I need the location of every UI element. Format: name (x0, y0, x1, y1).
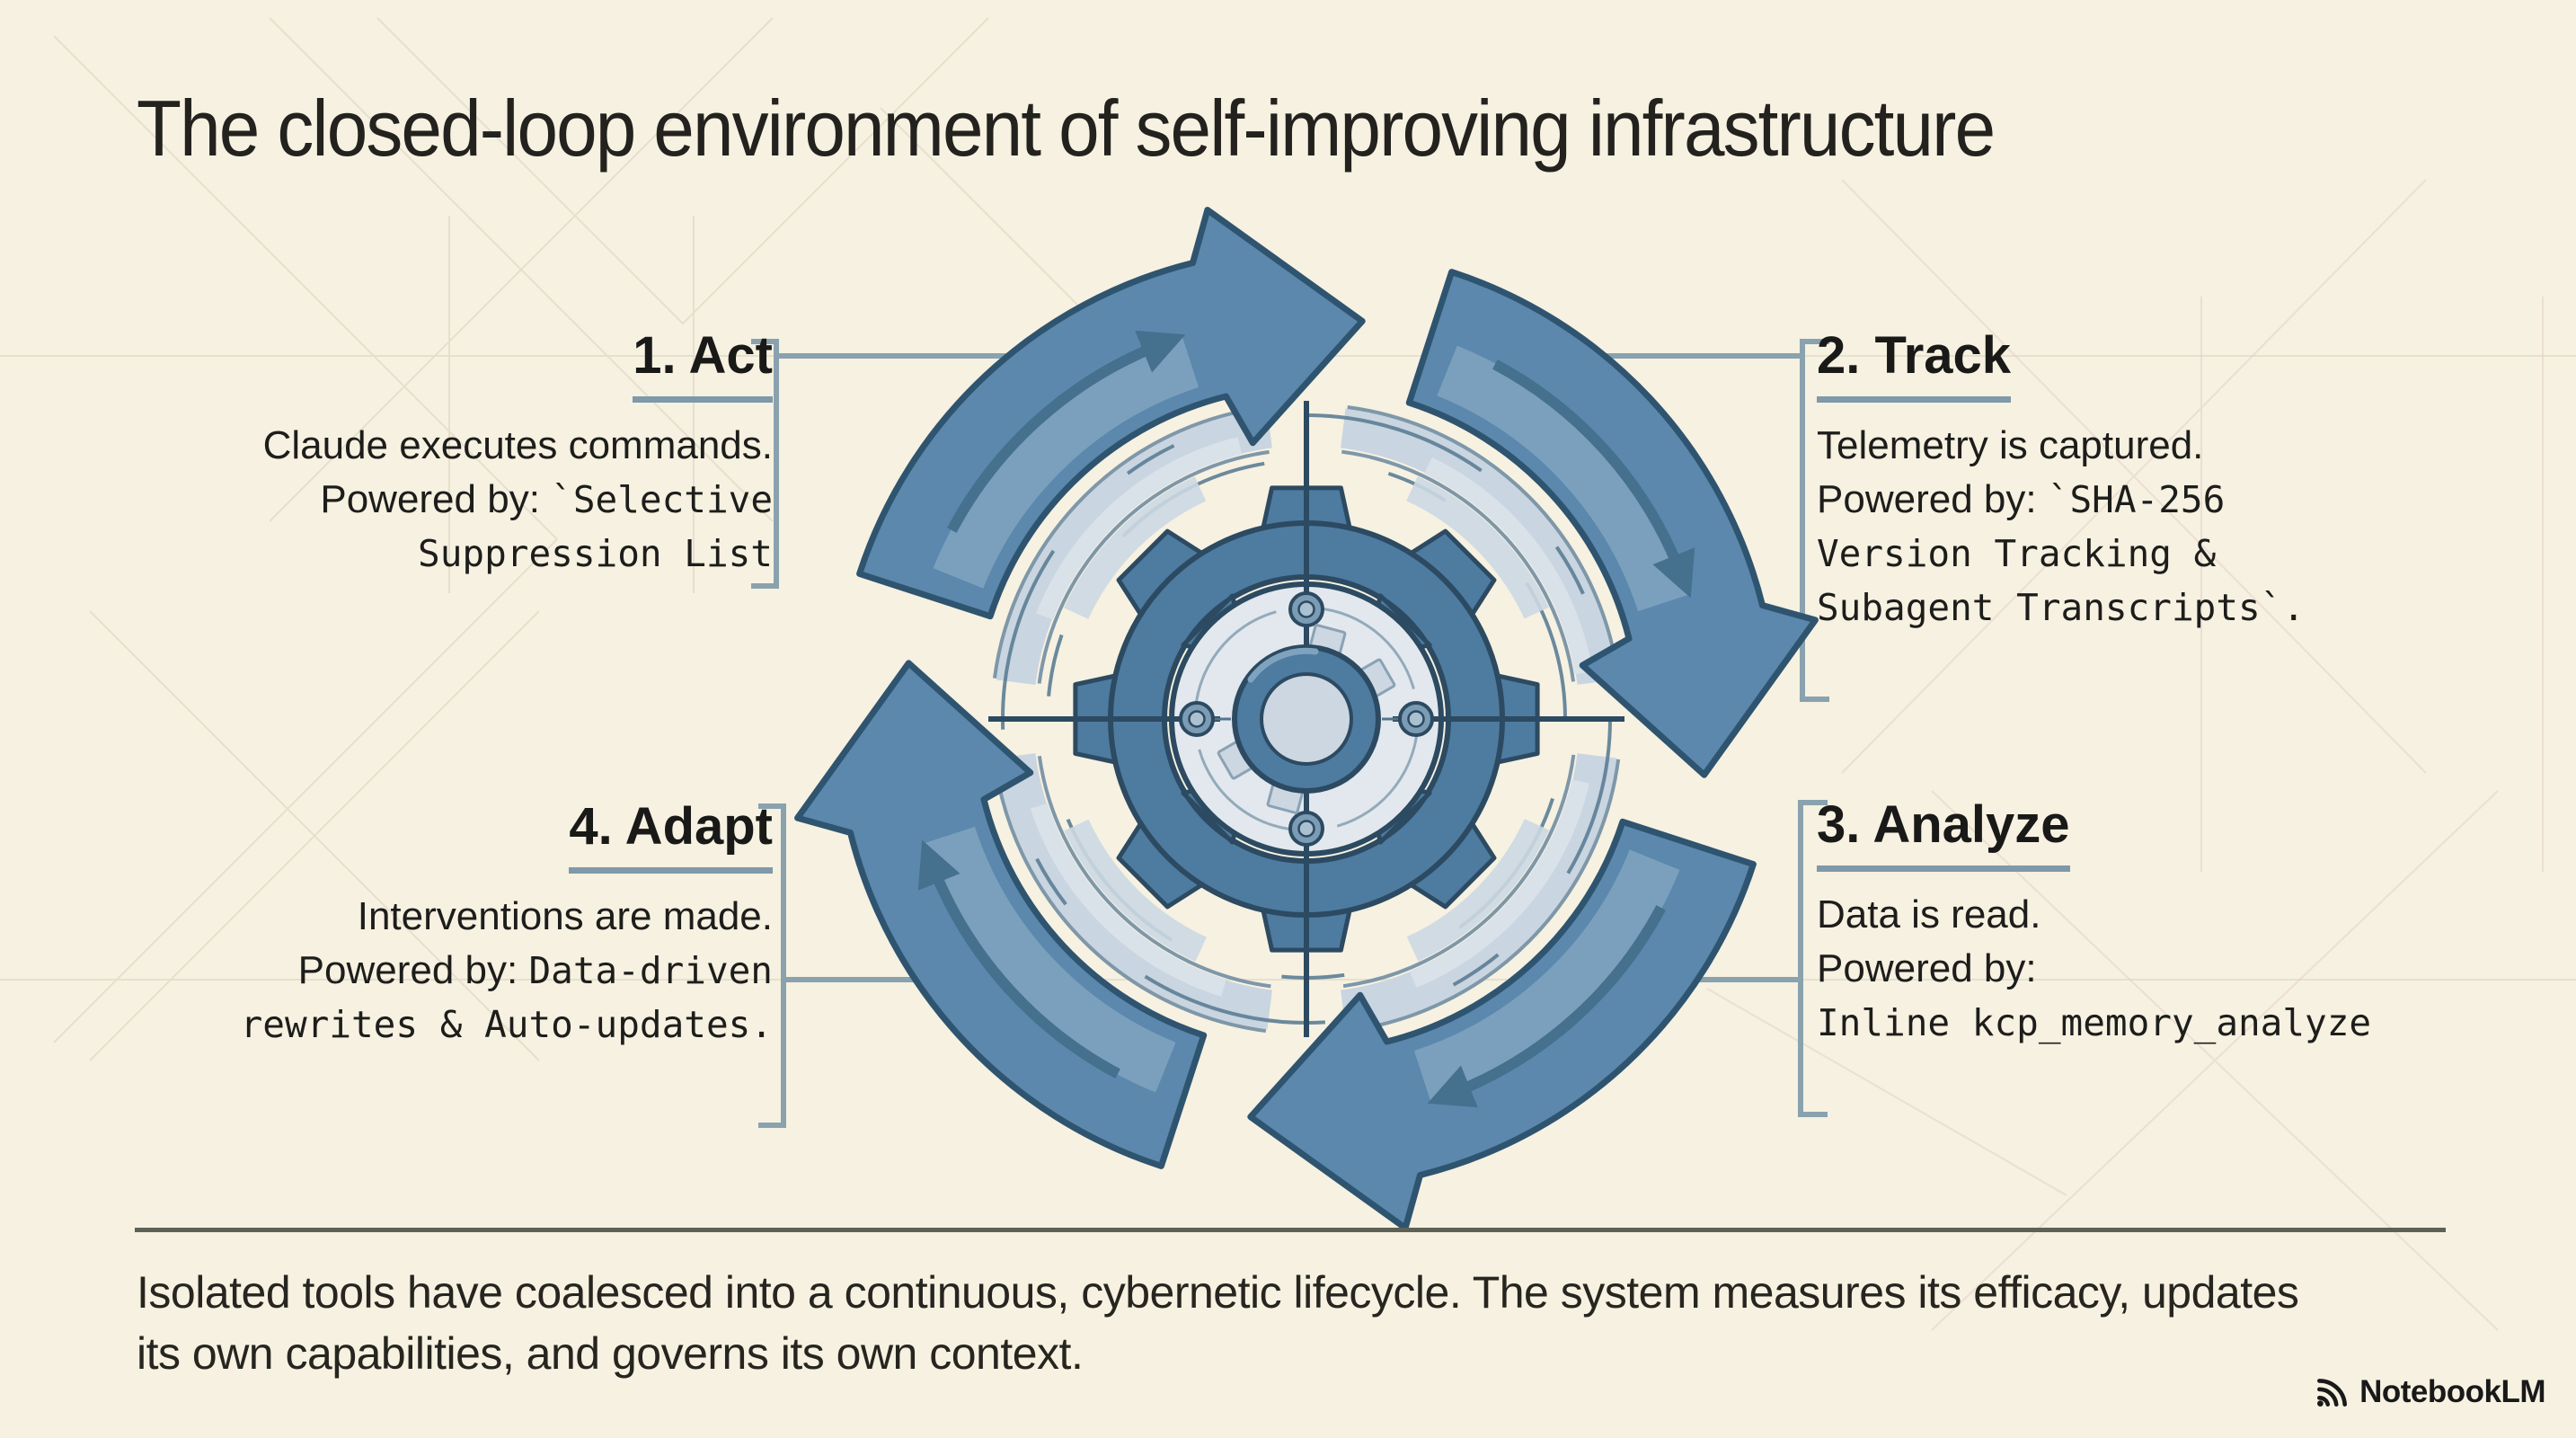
analyze-bracket (1798, 800, 1828, 1117)
step-analyze-code-line1: Inline kcp_memory_analyze (1817, 1001, 2372, 1044)
step-analyze-title: 3. Analyze (1817, 794, 2070, 872)
step-analyze-description: Data is read. (1817, 892, 2041, 936)
adapt-bracket (758, 803, 786, 1128)
step-act-body: Claude executes commands. Powered by: `S… (198, 419, 773, 581)
step-track-body: Telemetry is captured. Powered by: `SHA-… (1817, 419, 2446, 635)
step-track-description: Telemetry is captured. (1817, 423, 2204, 467)
step-adapt: 4. Adapt Interventions are made. Powered… (180, 796, 773, 1052)
step-adapt-powered-label: Powered by: (297, 948, 529, 992)
step-track-code-line2: Version Tracking & (1817, 532, 2217, 575)
caption-text: Isolated tools have coalesced into a con… (137, 1267, 2299, 1379)
step-track-code-line3: Subagent Transcripts`. (1817, 586, 2306, 629)
step-adapt-code-line2: rewrites & Auto-updates. (240, 1003, 773, 1046)
gear-cycle-diagram (794, 207, 1819, 1231)
step-adapt-body: Interventions are made. Powered by: Data… (180, 890, 773, 1052)
step-act-code-line2: Suppression List (418, 532, 773, 575)
track-bracket (1800, 339, 1829, 702)
notebooklm-logo-text: NotebookLM (2359, 1374, 2545, 1409)
step-adapt-title: 4. Adapt (569, 796, 773, 874)
step-track-powered-label: Powered by: (1817, 477, 2048, 521)
cycle-arrows (794, 207, 1819, 1231)
step-analyze: 3. Analyze Data is read. Powered by: Inl… (1817, 794, 2446, 1050)
step-analyze-powered-label: Powered by: (1817, 946, 2037, 990)
notebooklm-waves-icon (2317, 1379, 2348, 1407)
step-act-title: 1. Act (633, 325, 773, 403)
step-analyze-body: Data is read. Powered by: Inline kcp_mem… (1817, 888, 2446, 1050)
step-act-code-line1: `Selective (551, 478, 773, 521)
step-act-powered-label: Powered by: (320, 477, 552, 521)
step-track-title: 2. Track (1817, 325, 2012, 403)
step-track-code-line1: `SHA-256 (2047, 478, 2226, 521)
step-adapt-description: Interventions are made. (357, 894, 773, 938)
center-hub-icon (1217, 624, 1396, 814)
step-act-description: Claude executes commands. (262, 423, 773, 467)
step-act: 1. Act Claude executes commands. Powered… (198, 325, 773, 581)
notebooklm-branding: NotebookLM (2313, 1373, 2545, 1411)
act-bracket (751, 339, 779, 589)
page-title: The closed-loop environment of self-impr… (137, 84, 1996, 173)
step-track: 2. Track Telemetry is captured. Powered … (1817, 325, 2446, 635)
step-adapt-code-line1: Data-driven (528, 949, 773, 992)
caption-divider (135, 1228, 2446, 1232)
hub-bolts (1179, 591, 1434, 847)
